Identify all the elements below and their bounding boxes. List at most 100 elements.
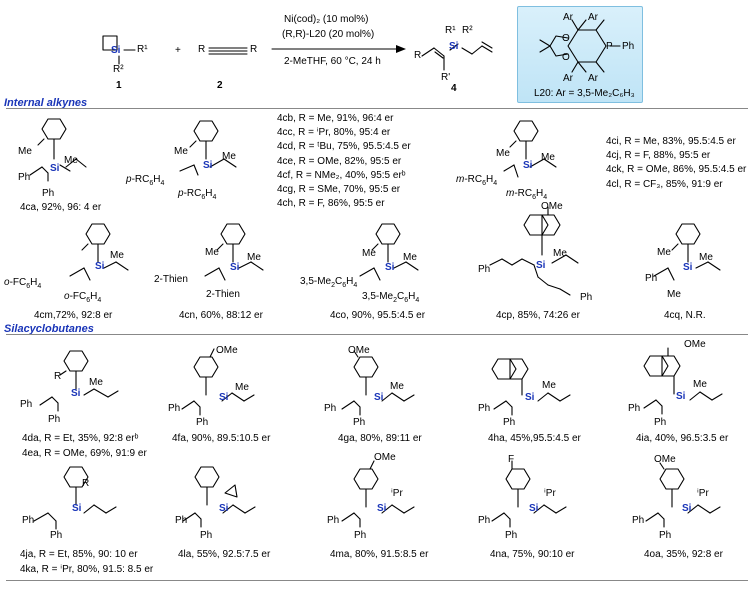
caption-4ga: 4ga, 80%, 89:11 er [338, 433, 422, 444]
ligand-ar-3: Ar [563, 73, 573, 84]
structure-4ga [341, 350, 415, 416]
4ja-ph2: Ph [50, 530, 63, 541]
ligand-ar-1: Ar [563, 12, 573, 23]
ligand-caption: L20: Ar = 3,5-Me₂C₆H₃ [534, 88, 635, 99]
caption-4cp: 4cp, 85%, 74:26 er [496, 310, 580, 321]
caption-4ia: 4ia, 40%, 96.5:3.5 er [636, 433, 729, 444]
4la-ph1: Ph [175, 515, 188, 526]
caption-4ea: 4ea, R = OMe, 69%, 91:9 er [22, 448, 147, 459]
4cb-si: Si [203, 160, 213, 171]
structure-4ja-4ka [33, 466, 117, 530]
ligand-o-upper: O [562, 33, 570, 44]
structure-4ia [643, 347, 723, 415]
entry-4cj: 4cj, R = F, 88%, 95:5 er [606, 150, 711, 162]
4cp-si: Si [536, 260, 546, 271]
4ca-me: Me [18, 146, 32, 157]
4ca-ph2: Ph [42, 188, 55, 199]
4cq-ph: Ph [645, 273, 658, 284]
structure-4ca [29, 118, 87, 182]
entry-4cl: 4cl, R = CF₃, 85%, 91:9 er [606, 178, 723, 190]
reagent1-r2: R² [113, 64, 124, 75]
4na-ph1: Ph [478, 515, 491, 526]
4da-si: Si [71, 388, 81, 399]
4ci-mrc6h4-1: m-RC6H4 [456, 174, 498, 187]
ligand-l20-panel [517, 6, 643, 103]
4cq-si: Si [683, 262, 693, 273]
4fa-ph1: Ph [168, 403, 181, 414]
divider-internal [6, 108, 748, 109]
structure-4la [182, 466, 256, 528]
reaction-arrow [271, 45, 406, 53]
entry-4cg: 4cg, R = SMe, 70%, 95:5 er [277, 184, 401, 196]
divider-bottom [6, 580, 748, 581]
caption-4la: 4la, 55%, 92.5:7.5 er [178, 549, 271, 560]
4cp-ome: OMe [541, 201, 563, 212]
4ga-me: Me [390, 381, 404, 392]
structure-4ma [341, 460, 415, 528]
entry-4ch: 4ch, R = F, 86%, 95:5 er [277, 198, 385, 210]
4cb-me: Me [174, 146, 188, 157]
4ia-ph1: Ph [628, 403, 641, 414]
4ia-me: Me [693, 379, 707, 390]
4co-xyl-2: 3,5-Me2C6H4 [362, 291, 420, 304]
4cm-ofc6h4-1: o-FC6H4 [4, 277, 42, 290]
4ga-si: Si [374, 392, 384, 403]
4ci-me: Me [496, 148, 510, 159]
4na-si: Si [529, 503, 539, 514]
entry-4cf: 4cf, R = NMe₂, 40%, 95:5 erᵇ [277, 169, 406, 181]
4cm-me: Me [110, 250, 124, 261]
4co-me2: Me [403, 252, 417, 263]
4cm-ofc6h4-2: o-FC6H4 [64, 291, 102, 304]
alkyne-structure [208, 47, 248, 55]
4cb-me2: Me [222, 151, 236, 162]
structure-4cm [69, 223, 129, 281]
product-number: 4 [451, 83, 457, 94]
caption-4ma: 4ma, 80%, 91.5:8.5 er [330, 549, 429, 560]
4cm-si: Si [95, 261, 105, 272]
4cq-me: Me [657, 247, 671, 258]
4na-ipr: ⁱPr [544, 488, 556, 499]
list-4ci-4cl: 4ci, R = Me, 83%, 95.5:4.5 er 4cj, R = F… [606, 135, 746, 192]
structure-4ci-4cl [503, 120, 557, 178]
4fa-ome: OMe [216, 345, 238, 356]
4oa-ome: OMe [654, 454, 676, 465]
4cn-me: Me [205, 247, 219, 258]
condition-ligand: (R,R)-L20 (20 mol%) [282, 29, 375, 40]
structure-4cp [489, 206, 579, 296]
caption-4ha: 4ha, 45%,95.5:4.5 er [488, 433, 581, 444]
caption-4da: 4da, R = Et, 35%, 92:8 erᵇ [22, 433, 139, 444]
product-r1: R¹ [445, 25, 456, 36]
4cb-prc6h4-1: p-RC6H4 [126, 174, 165, 187]
4oa-ipr: ⁱPr [697, 488, 709, 499]
4da-me: Me [89, 377, 103, 388]
4cq-me3: Me [667, 289, 681, 300]
entry-4cc: 4cc, R = ⁱPr, 80%, 95:4 er [277, 127, 391, 139]
4la-si: Si [219, 503, 229, 514]
ligand-ar-2: Ar [588, 12, 598, 23]
product-structure [421, 41, 493, 71]
4cn-si: Si [230, 262, 240, 273]
4ha-si: Si [525, 392, 535, 403]
caption-4ka: 4ka, R = ⁱPr, 80%, 91.5: 8.5 er [20, 564, 154, 575]
ligand-l20-structure [539, 19, 621, 73]
condition-solvent-temp: 2-MeTHF, 60 °C, 24 h [284, 56, 381, 67]
entry-4cb: 4cb, R = Me, 91%, 96:4 er [277, 113, 394, 124]
structure-4oa [645, 462, 721, 528]
4ma-ome: OMe [374, 452, 396, 463]
structure-4ha [491, 358, 571, 416]
4cb-prc6h4-2: p-RC6H4 [178, 188, 217, 201]
section-silacyclobutanes: Silacyclobutanes [4, 323, 94, 335]
4fa-ph2: Ph [196, 417, 209, 428]
4ca-ph1: Ph [18, 172, 31, 183]
4ha-ph2: Ph [503, 417, 516, 428]
structure-4fa [181, 348, 255, 416]
reagent2-r-right: R [250, 44, 258, 55]
structure-4co [359, 223, 419, 281]
structure-4na [491, 460, 567, 528]
4ga-ome: OMe [348, 345, 370, 356]
ligand-ar-4: Ar [588, 73, 598, 84]
reagent1-r1: R¹ [137, 44, 148, 55]
4co-xyl-1: 3,5-Me2C6H4 [300, 276, 358, 289]
4ja-r: R [82, 478, 90, 489]
4cn-thien-1: 2-Thien [154, 274, 188, 285]
